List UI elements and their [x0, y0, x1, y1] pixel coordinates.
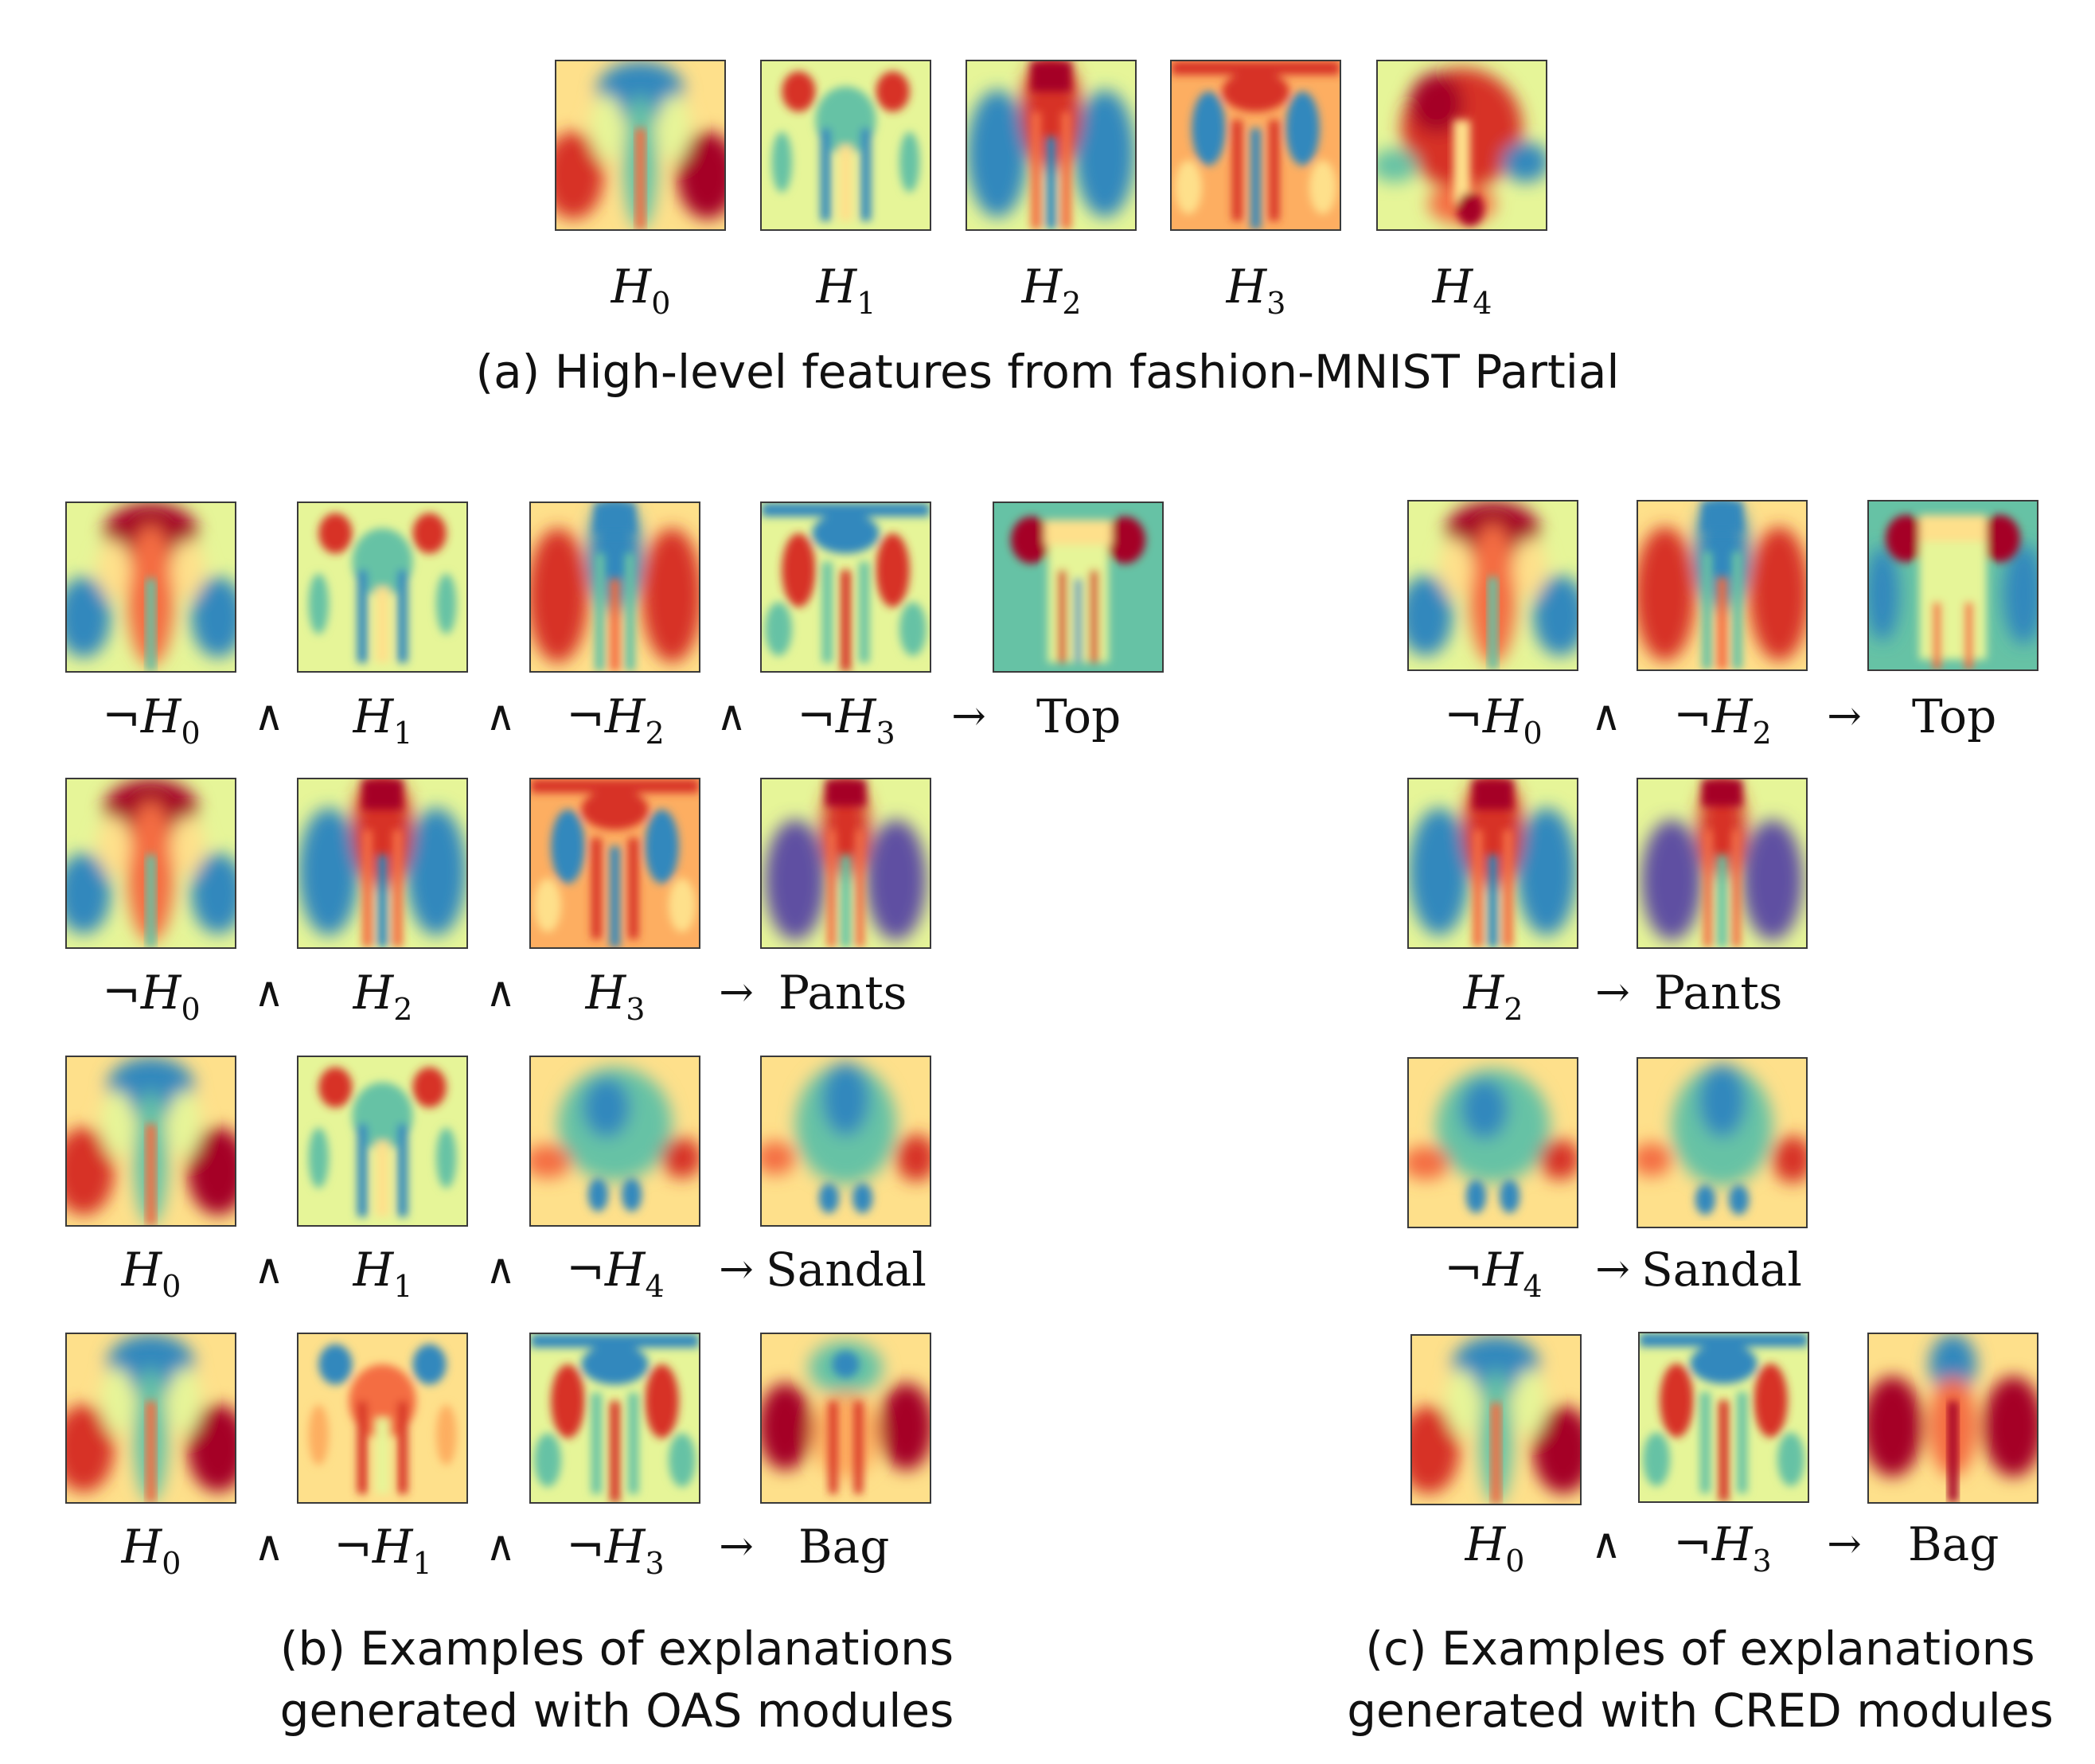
feature-label-h3: H3 [1226, 260, 1286, 321]
rule-map [760, 501, 931, 673]
arrow-symbol: → [719, 1523, 754, 1571]
class-map [760, 778, 931, 949]
class-label: Top [1912, 689, 1997, 743]
caption-c-line2: generated with CRED modules [1347, 1684, 2054, 1738]
feature-label-h4: H4 [1432, 260, 1492, 321]
feature-map-h2 [966, 60, 1137, 231]
class-label: Bag [798, 1520, 890, 1574]
class-map [760, 1333, 931, 1504]
rule-map [65, 501, 236, 673]
rule-map [297, 501, 468, 673]
class-map [760, 1056, 931, 1227]
term-label: ¬H3 [566, 1520, 665, 1581]
and-symbol: ∧ [253, 1523, 285, 1571]
term-label: H2 [1463, 966, 1523, 1027]
and-symbol: ∧ [485, 693, 517, 740]
arrow-symbol: → [1595, 1246, 1630, 1294]
class-map [1867, 1333, 2038, 1504]
and-symbol: ∧ [1590, 693, 1622, 740]
term-label: ¬H0 [102, 966, 201, 1027]
class-label: Top [1036, 689, 1122, 743]
term-label: H0 [121, 1243, 181, 1304]
feature-map-h0 [555, 60, 726, 231]
term-label: ¬H3 [797, 689, 895, 751]
rule-map [297, 778, 468, 949]
term-label: H1 [353, 1243, 413, 1304]
and-symbol: ∧ [485, 1246, 517, 1294]
and-symbol: ∧ [716, 693, 747, 740]
class-label: Pants [1654, 966, 1783, 1020]
term-label: H3 [585, 966, 646, 1027]
rule-map [529, 1056, 700, 1227]
class-label: Sandal [1641, 1243, 1802, 1297]
caption-b-line1: (b) Examples of explanations [279, 1622, 954, 1676]
arrow-symbol: → [1827, 1520, 1862, 1568]
term-label: ¬H0 [102, 689, 201, 751]
term-label: ¬H0 [1444, 689, 1543, 751]
arrow-symbol: → [1595, 969, 1630, 1017]
term-label: H1 [353, 689, 413, 751]
rule-map [1407, 500, 1578, 671]
term-label: ¬H1 [334, 1520, 432, 1581]
feature-label-h2: H2 [1021, 260, 1082, 321]
rule-map [529, 501, 700, 673]
term-label: ¬H3 [1673, 1517, 1772, 1579]
caption-a: (a) High-level features from fashion-MNI… [475, 345, 1620, 399]
term-label: H2 [353, 966, 413, 1027]
and-symbol: ∧ [253, 969, 285, 1017]
and-symbol: ∧ [253, 693, 285, 740]
rule-map [1637, 500, 1808, 671]
caption-b-line2: generated with OAS modules [279, 1684, 954, 1738]
rule-map [1638, 1332, 1809, 1503]
term-label: ¬H2 [1673, 689, 1772, 751]
feature-label-h0: H0 [611, 260, 671, 321]
rule-map [65, 778, 236, 949]
arrow-symbol: → [951, 693, 986, 740]
term-label: ¬H2 [566, 689, 665, 751]
caption-c-line1: (c) Examples of explanations [1365, 1622, 2035, 1676]
rule-map [1407, 1057, 1578, 1228]
rule-map [529, 1333, 700, 1504]
rule-map [1407, 778, 1578, 949]
feature-map-h1 [760, 60, 931, 231]
feature-map-h4 [1376, 60, 1547, 231]
class-label: Sandal [766, 1243, 927, 1297]
rule-map [297, 1333, 468, 1504]
rule-map [1410, 1334, 1582, 1505]
term-label: H0 [1465, 1517, 1525, 1579]
panel-a: H0 H1 H2 H3 H4 (a) High-level features f… [0, 0, 2095, 414]
feature-map-h3 [1170, 60, 1341, 231]
panel-b: ¬H0 ∧ H1 ∧ ¬H2 ∧ ¬H3 → Top ¬H0 ∧ H2 ∧ H3… [0, 478, 1242, 1764]
class-label: Bag [1908, 1517, 1999, 1571]
rule-map [65, 1333, 236, 1504]
rule-map [65, 1056, 236, 1227]
class-label: Pants [778, 966, 907, 1020]
and-symbol: ∧ [253, 1246, 285, 1294]
term-label: ¬H4 [1444, 1243, 1543, 1304]
class-map [993, 501, 1164, 673]
and-symbol: ∧ [1590, 1520, 1622, 1568]
class-map [1867, 500, 2038, 671]
arrow-symbol: → [719, 969, 754, 1017]
and-symbol: ∧ [485, 1523, 517, 1571]
arrow-symbol: → [1827, 693, 1862, 740]
class-map [1637, 778, 1808, 949]
rule-map [297, 1056, 468, 1227]
term-label: ¬H4 [566, 1243, 665, 1304]
rule-map [529, 778, 700, 949]
panel-c: ¬H0 ∧ ¬H2 → Top H2 → Pants ¬H4 → Sandal … [1274, 478, 2095, 1764]
and-symbol: ∧ [485, 969, 517, 1017]
class-map [1637, 1057, 1808, 1228]
arrow-symbol: → [719, 1246, 754, 1294]
term-label: H0 [121, 1520, 181, 1581]
feature-label-h1: H1 [816, 260, 876, 321]
